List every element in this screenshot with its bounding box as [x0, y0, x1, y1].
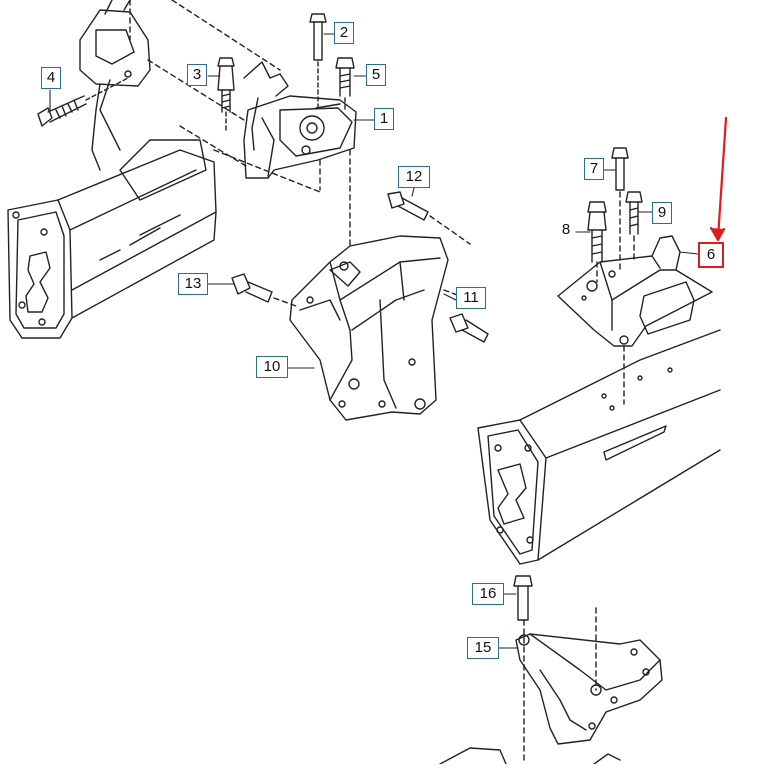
lower-bracket-15	[515, 633, 663, 745]
callout-1: 1	[374, 108, 394, 130]
callout-7: 7	[584, 158, 604, 180]
callout-5: 5	[366, 64, 386, 86]
left-frame-rail	[7, 79, 217, 339]
highlight-arrow	[709, 116, 728, 242]
callout-4: 4	[41, 67, 61, 89]
dashed-guides-right	[523, 191, 635, 765]
bolt-13	[231, 273, 297, 307]
transmission-mount-6	[557, 235, 713, 347]
bolt-8	[587, 201, 607, 263]
callout-10: 10	[256, 356, 288, 378]
callout-2: 2	[334, 22, 354, 44]
callout-13: 13	[178, 273, 208, 295]
right-frame-rail	[477, 329, 721, 565]
callout-3: 3	[187, 64, 207, 86]
callout-12: 12	[398, 166, 430, 188]
dashed-guides-upper	[129, 0, 351, 247]
bolt-9	[625, 191, 643, 235]
callout-6-highlighted: 6	[698, 242, 724, 268]
bolt-12	[387, 191, 471, 245]
callout-8: 8	[561, 221, 571, 238]
bolt-7	[611, 147, 629, 191]
bolt-11	[443, 289, 489, 343]
bolt-3	[217, 57, 235, 131]
engine-mount-1	[243, 61, 357, 179]
gearbox-bracket-10	[289, 235, 449, 421]
leader-lines	[49, 33, 699, 649]
bolt-16	[513, 575, 533, 621]
callout-16: 16	[472, 583, 504, 605]
upper-left-bracket	[79, 0, 151, 171]
callout-15: 15	[467, 637, 499, 659]
callout-9: 9	[652, 202, 672, 224]
callout-11: 11	[456, 287, 486, 309]
bolt-5	[335, 57, 355, 113]
bottom-part-partial	[439, 747, 621, 765]
bolt-2	[309, 13, 327, 111]
bolt-4	[37, 77, 129, 127]
